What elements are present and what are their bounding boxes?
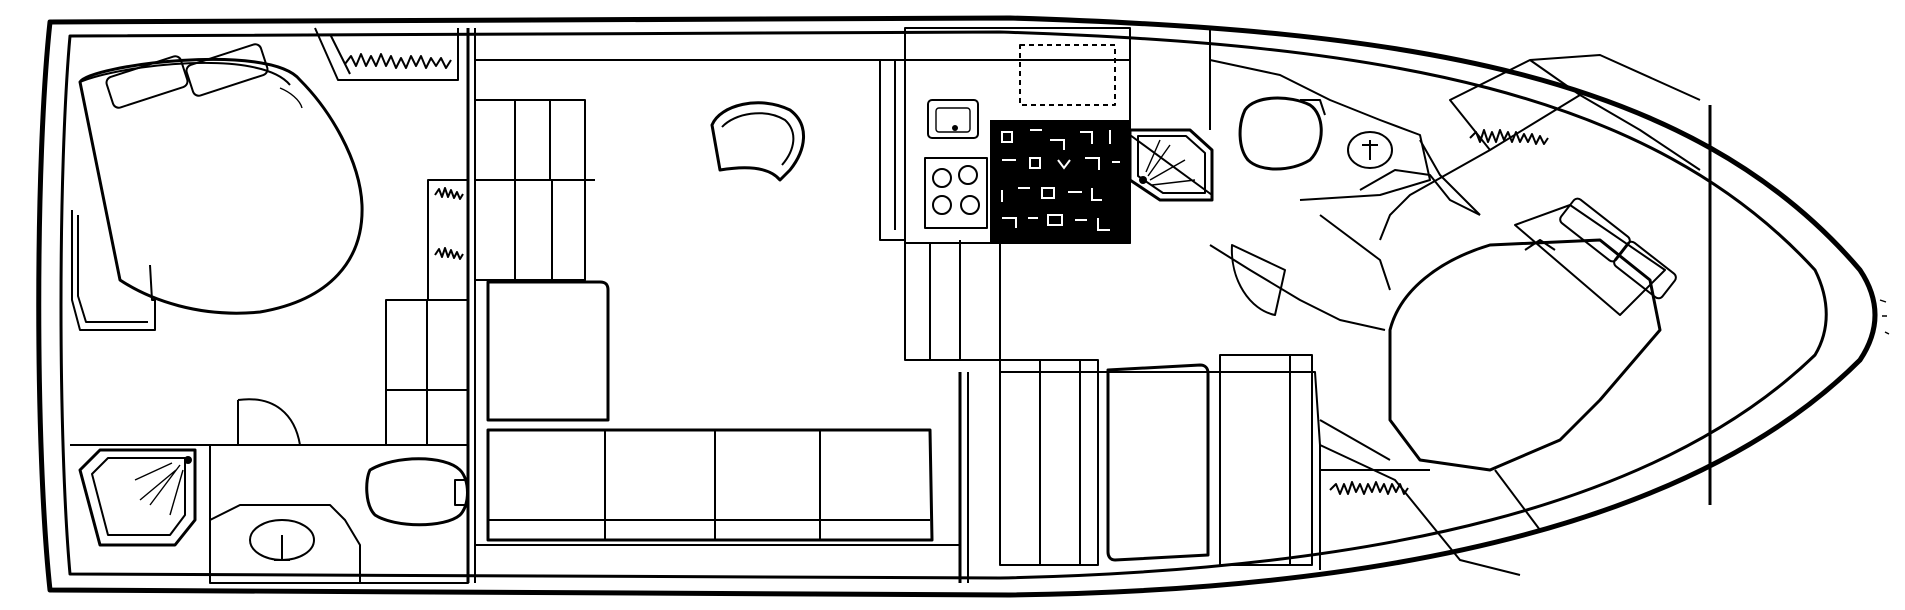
dinette-table (1106, 363, 1210, 562)
dinette-seat-fwd (1219, 354, 1313, 566)
forward-sink (1347, 131, 1393, 169)
forward-stateroom (1319, 54, 1701, 576)
stove (924, 157, 988, 229)
settee-back (474, 99, 586, 281)
pillow (105, 55, 189, 109)
settee-cushion (486, 280, 610, 422)
dinette-seat (999, 359, 1099, 566)
v-berth (1388, 238, 1662, 472)
bow-detail (1879, 299, 1890, 335)
pillow (1613, 240, 1677, 300)
hanging-locker-icon (1469, 129, 1549, 145)
galley (904, 27, 1131, 361)
salon-chair (710, 101, 805, 182)
hanging-locker-icon (344, 53, 452, 69)
shower-stall (78, 448, 197, 547)
forward-toilet (1238, 96, 1323, 171)
bulkheads (70, 28, 1712, 583)
head-door (1230, 244, 1286, 316)
settee-long (486, 428, 934, 542)
aft-berth (78, 57, 364, 315)
toilet (365, 457, 469, 527)
salon (474, 60, 934, 542)
aft-head (78, 444, 469, 584)
aft-stateroom (71, 27, 469, 446)
dinette (960, 244, 1386, 570)
hull-outline (36, 15, 1878, 598)
hatch (1019, 44, 1116, 106)
pillow (185, 43, 269, 97)
galley-sink (927, 99, 979, 139)
forward-shower (1128, 128, 1214, 202)
stateroom-door (237, 398, 301, 446)
hanging-locker-icon (1329, 481, 1409, 495)
forward-head (1128, 28, 1431, 316)
v-berth-headboard (1514, 204, 1666, 316)
